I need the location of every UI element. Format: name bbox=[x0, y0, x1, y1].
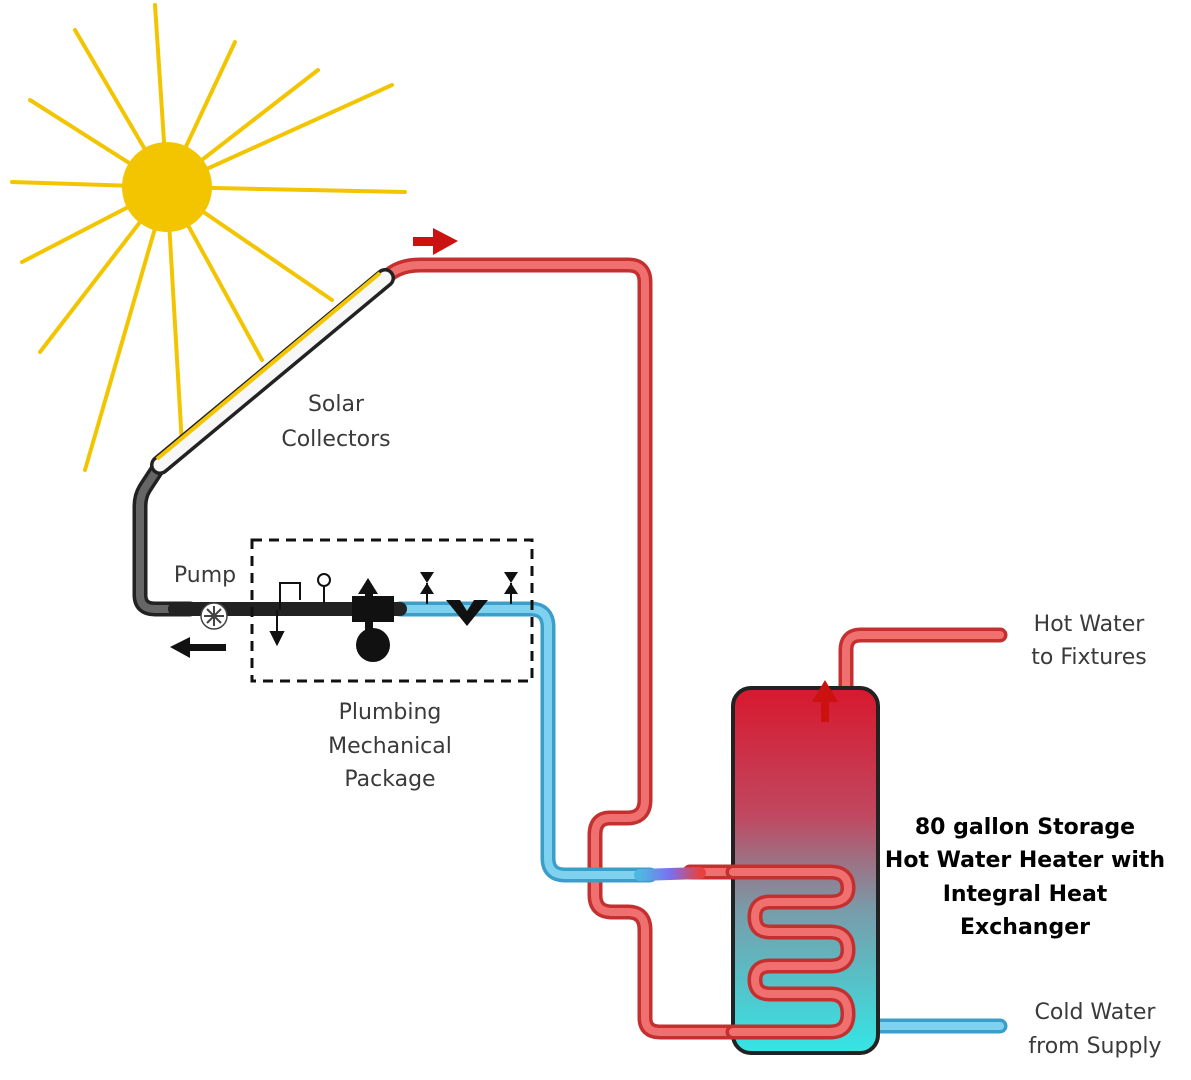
tank-label: 80 gallon Storage Hot Water Heater with … bbox=[885, 815, 1165, 940]
solar-collector-panel bbox=[150, 268, 395, 475]
cold-water-label: Cold Water from Supply bbox=[1028, 1000, 1161, 1059]
cold-return-pipe bbox=[392, 601, 706, 883]
flow-arrow-icon bbox=[413, 228, 458, 255]
tank-label-line2: Hot Water Heater with bbox=[885, 848, 1165, 873]
hot-water-label-line2: to Fixtures bbox=[1031, 645, 1146, 670]
tank-label-line3: Integral Heat bbox=[943, 882, 1108, 907]
solar-collectors-label-line1: Solar bbox=[308, 392, 365, 417]
flow-arrow-icon bbox=[812, 680, 838, 722]
pump-icon bbox=[200, 602, 228, 630]
flow-arrow-icon bbox=[170, 637, 226, 658]
plumbing-label-line3: Package bbox=[344, 767, 435, 792]
valve-icon bbox=[504, 572, 518, 604]
plumbing-package-box bbox=[250, 538, 534, 683]
solar-collectors-label: Solar Collectors bbox=[281, 392, 390, 452]
air-separator-icon bbox=[352, 578, 394, 662]
plumbing-package-label: Plumbing Mechanical Package bbox=[328, 700, 452, 792]
tank-label-line4: Exchanger bbox=[960, 915, 1090, 940]
plumbing-label-line1: Plumbing bbox=[339, 700, 442, 725]
valve-icon bbox=[420, 572, 434, 604]
tank-label-line1: 80 gallon Storage bbox=[915, 815, 1135, 840]
plumbing-label-line2: Mechanical bbox=[328, 734, 452, 759]
plumbing-components bbox=[269, 573, 331, 647]
hot-water-outlet-pipe bbox=[838, 627, 1008, 698]
cold-water-label-line2: from Supply bbox=[1028, 1034, 1161, 1059]
heat-exchanger-coil bbox=[725, 864, 856, 1040]
sun-icon bbox=[10, 3, 407, 472]
hot-water-label-line1: Hot Water bbox=[1034, 612, 1146, 637]
check-valve-icon bbox=[446, 600, 488, 626]
cold-water-label-line1: Cold Water bbox=[1035, 1000, 1157, 1025]
hot-water-label: Hot Water to Fixtures bbox=[1031, 612, 1146, 670]
pump-label: Pump bbox=[174, 563, 236, 588]
solar-collectors-label-line2: Collectors bbox=[281, 427, 390, 452]
